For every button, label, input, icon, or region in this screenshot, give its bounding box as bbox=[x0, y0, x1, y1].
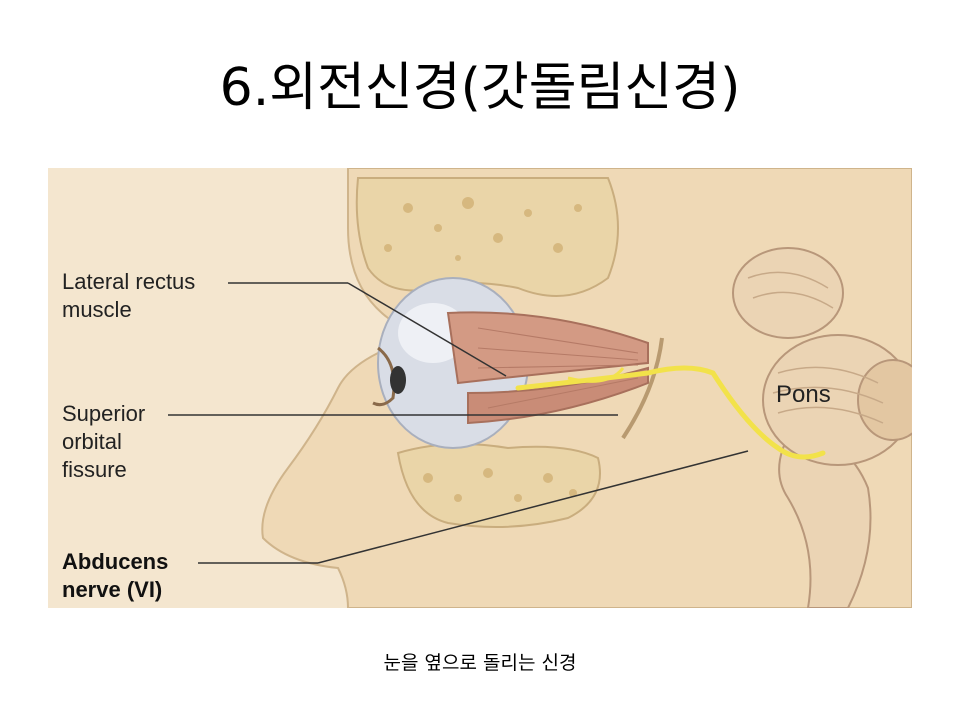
eyelid bbox=[372, 346, 396, 407]
abducens-nerve-branch bbox=[567, 367, 625, 383]
superior-orbital-fissure bbox=[621, 337, 664, 440]
leader-abducens-diag bbox=[317, 450, 749, 564]
iris bbox=[390, 366, 406, 394]
caption: 눈을 옆으로 돌리는 신경 bbox=[383, 652, 577, 674]
brain-striations bbox=[747, 271, 884, 424]
anatomy-illustration bbox=[168, 168, 912, 608]
frontal-bone bbox=[355, 177, 619, 297]
muscle-striations bbox=[477, 327, 639, 409]
bone-texture-upper bbox=[384, 197, 582, 261]
maxilla-bone bbox=[396, 443, 601, 528]
bone-texture-lower bbox=[423, 468, 577, 502]
slide-title: 6.외전신경(갓돌림신경) bbox=[219, 58, 741, 118]
label-pons: Pons bbox=[776, 381, 831, 408]
leader-lateral-rectus-diag bbox=[347, 282, 507, 377]
label-superior-orbital-fissure: Superior orbital fissure bbox=[62, 401, 146, 482]
label-lateral-rectus: Lateral rectus muscle bbox=[62, 269, 196, 322]
anatomy-figure: Lateral rectus muscle Superior orbital f… bbox=[48, 168, 912, 608]
label-abducens-nerve: Abducens nerve (VI) bbox=[62, 549, 169, 602]
